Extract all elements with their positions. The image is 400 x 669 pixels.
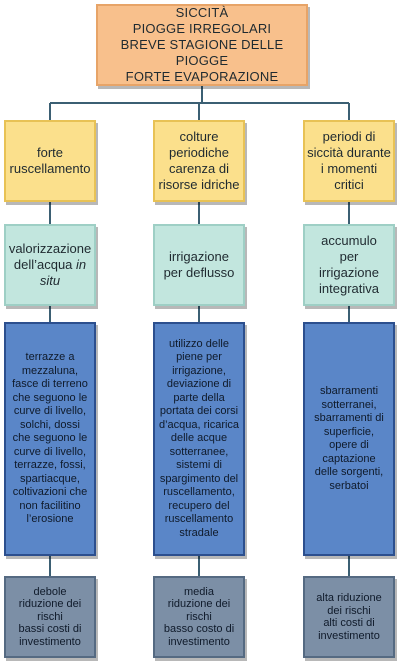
root-drought-box: SICCITÀ PIOGGE IRREGOLARI BREVE STAGIONE… [96, 4, 308, 86]
strategy-box-runoff-irrigation: irrigazione per deflusso [153, 224, 245, 306]
outcome-box-1: debole riduzione dei rischi bassi costi … [4, 576, 96, 658]
strategy-in-situ-text: valorizzazione dell’acqua [8, 241, 92, 272]
outcome-box-3: alta riduzione dei rischi alti costi di … [303, 576, 395, 658]
techniques-box-2: utilizzo delle piene per irrigazione, de… [153, 322, 245, 556]
strategy-in-situ-italic: in situ [39, 257, 87, 288]
strategy-box-in-situ: valorizzazione dell’acqua in situ [4, 224, 96, 306]
cause-box-crops: colture periodiche carenza di risorse id… [153, 120, 245, 202]
outcome-box-2: media riduzione dei rischi basso costo d… [153, 576, 245, 658]
cause-box-critical-periods: periodi di siccità durante i momenti cri… [303, 120, 395, 202]
techniques-box-1: terrazze a mezzaluna, fasce di terreno c… [4, 322, 96, 556]
cause-box-runoff: forte ruscellamento [4, 120, 96, 202]
strategy-box-storage: accumulo per irrigazione integrativa [303, 224, 395, 306]
techniques-box-3: sbarramenti sotterranei, sbarramenti di … [303, 322, 395, 556]
